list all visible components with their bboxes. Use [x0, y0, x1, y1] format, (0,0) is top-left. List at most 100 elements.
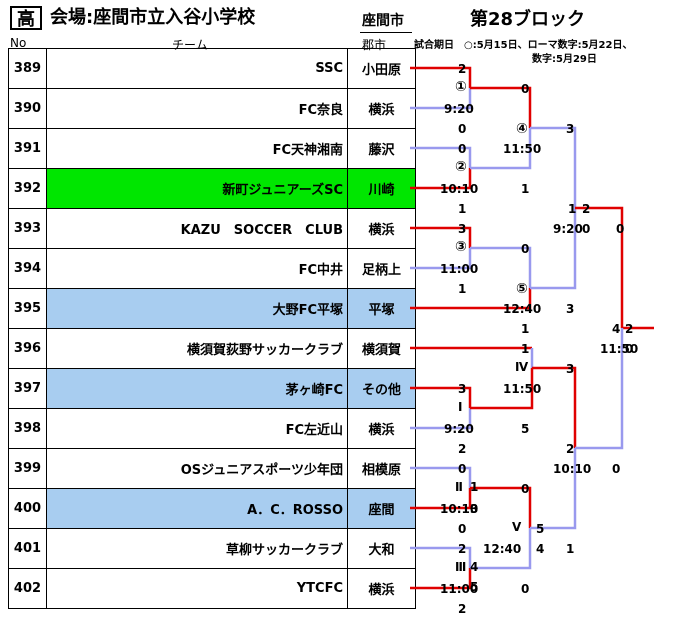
bracket-label: 3	[458, 222, 466, 236]
schedule-note-line1: 試合期日 ○:5月15日、ローマ数字:5月22日、	[414, 40, 633, 51]
bracket-label: 0	[458, 122, 466, 136]
bracket-line	[530, 448, 577, 530]
bracket-label: 2	[582, 202, 590, 216]
bracket-line	[410, 546, 472, 568]
bracket-line	[410, 408, 472, 430]
team-name: OSジュニアスポーツ少年団	[46, 448, 348, 489]
team-city: その他	[347, 368, 416, 409]
bracket-label: 0	[625, 342, 633, 356]
bracket-line	[410, 386, 472, 408]
bracket-line	[410, 488, 472, 510]
bracket-line	[530, 208, 577, 290]
bracket-label: 3	[566, 302, 574, 316]
schedule-note-line2: 数字:5月29日	[532, 54, 597, 65]
bracket-label: 0	[521, 242, 529, 256]
bracket-label: 1	[566, 542, 574, 556]
bracket-label: 0	[616, 222, 624, 236]
venue-title: 会場:座間市立入谷小学校	[50, 7, 256, 28]
bracket-label: 9:20	[553, 222, 583, 236]
team-name: KAZU SOCCER CLUB	[46, 208, 348, 249]
bracket-label: 2	[625, 322, 633, 336]
bracket-line	[410, 168, 472, 190]
team-city: 大和	[347, 528, 416, 569]
team-city: 小田原	[347, 48, 416, 89]
bracket-line	[470, 486, 532, 528]
bracket-line	[470, 368, 534, 410]
bracket-label: 1	[458, 282, 466, 296]
bracket-label: 4	[470, 560, 478, 574]
bracket-line	[470, 128, 532, 170]
bracket-label: 1	[458, 202, 466, 216]
bracket-label: 0	[521, 582, 529, 596]
bracket-line	[410, 66, 472, 88]
bracket-line	[410, 146, 472, 168]
bracket-label: 1	[521, 322, 529, 336]
bracket-label: 0	[612, 462, 620, 476]
team-name: SSC	[46, 48, 348, 89]
bracket-label: ②	[455, 159, 467, 175]
team-no: 401	[8, 528, 47, 569]
team-city: 横浜	[347, 408, 416, 449]
team-city: 平塚	[347, 288, 416, 329]
team-name: FC中井	[46, 248, 348, 289]
bracket-label: 12:40	[483, 542, 521, 556]
bracket-label: 0	[582, 222, 590, 236]
team-name: 横須賀荻野サッカークラブ	[46, 328, 348, 369]
bracket-lines	[410, 66, 654, 590]
bracket-label: 3	[566, 362, 574, 376]
team-no: 393	[8, 208, 47, 249]
bracket-label: ④	[516, 121, 528, 137]
bracket-label: 1	[470, 480, 478, 494]
bracket-label: 5	[536, 522, 544, 536]
bracket-line	[410, 248, 472, 270]
bracket-line	[410, 288, 532, 310]
bracket-label: 0	[521, 482, 529, 496]
team-no: 402	[8, 568, 47, 609]
bracket-label: Ⅰ	[458, 400, 462, 414]
bracket-label: 4	[536, 542, 544, 556]
bracket-label: 2	[458, 602, 466, 616]
bracket-label: 9:20	[444, 422, 474, 436]
bracket-label: 2	[458, 542, 466, 556]
bracket-label: 9:20	[444, 102, 474, 116]
team-city: 座間	[347, 488, 416, 529]
team-city: 横須賀	[347, 328, 416, 369]
bracket-label: Ⅲ	[455, 560, 466, 574]
bracket-label: 0	[458, 522, 466, 536]
block-title: 第28ブロック	[470, 9, 586, 30]
bracket-label: 10:10	[440, 502, 478, 516]
bracket-line	[410, 226, 472, 248]
bracket-line	[470, 246, 532, 288]
bracket-line	[410, 88, 472, 110]
bracket-label: 11:50	[503, 142, 541, 156]
bracket-label: 2	[458, 442, 466, 456]
bracket-label: 11:00	[440, 582, 478, 596]
bracket-label: ①	[455, 79, 467, 95]
bracket-label: Ⅴ	[512, 520, 522, 534]
team-no: 399	[8, 448, 47, 489]
bracket-line	[470, 86, 532, 128]
bracket-label: 4	[612, 322, 620, 336]
team-no: 390	[8, 88, 47, 129]
bracket-label: 1	[521, 342, 529, 356]
team-no: 400	[8, 488, 47, 529]
bracket-line	[532, 366, 577, 448]
bracket-label: 10:10	[440, 182, 478, 196]
bracket-label: 11:50	[600, 342, 638, 356]
team-city: 横浜	[347, 568, 416, 609]
bracket-label: 2	[566, 442, 574, 456]
team-name: A．C．ROSSO	[46, 488, 348, 529]
bracket-label: 3	[566, 122, 574, 136]
host-city: 座間市	[362, 13, 404, 29]
